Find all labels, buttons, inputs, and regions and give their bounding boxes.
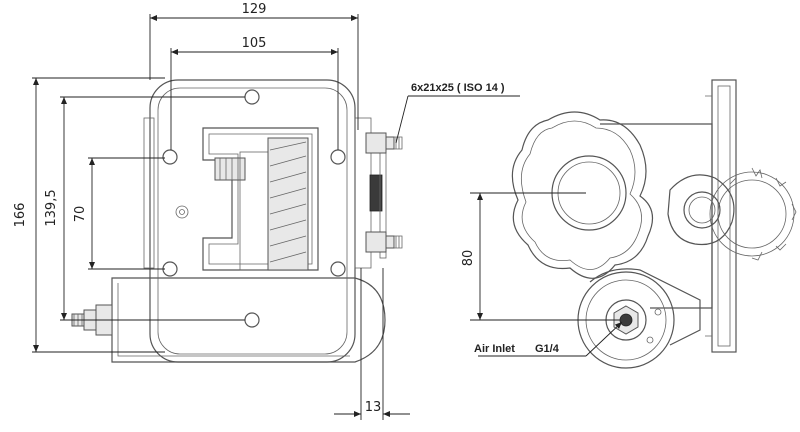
dimension-139-5: 139,5: [44, 189, 59, 226]
front-view: [71, 79, 403, 363]
g14-label: G1/4: [535, 343, 560, 355]
dimension-80: 80: [461, 250, 476, 267]
dimension-lines-side: [470, 192, 623, 357]
thread-spec-label: 6x21x25 ( ISO 14 ): [411, 82, 505, 94]
dimension-lines-front: [32, 14, 520, 420]
side-view: [511, 79, 797, 369]
dimension-105: 105: [242, 36, 267, 51]
spur-gear: [709, 167, 797, 261]
dimension-129: 129: [242, 2, 267, 17]
dimension-13: 13: [365, 400, 382, 415]
air-inlet-label: Air Inlet: [474, 343, 515, 355]
dimension-70: 70: [73, 206, 88, 223]
dimension-166: 166: [13, 203, 28, 228]
